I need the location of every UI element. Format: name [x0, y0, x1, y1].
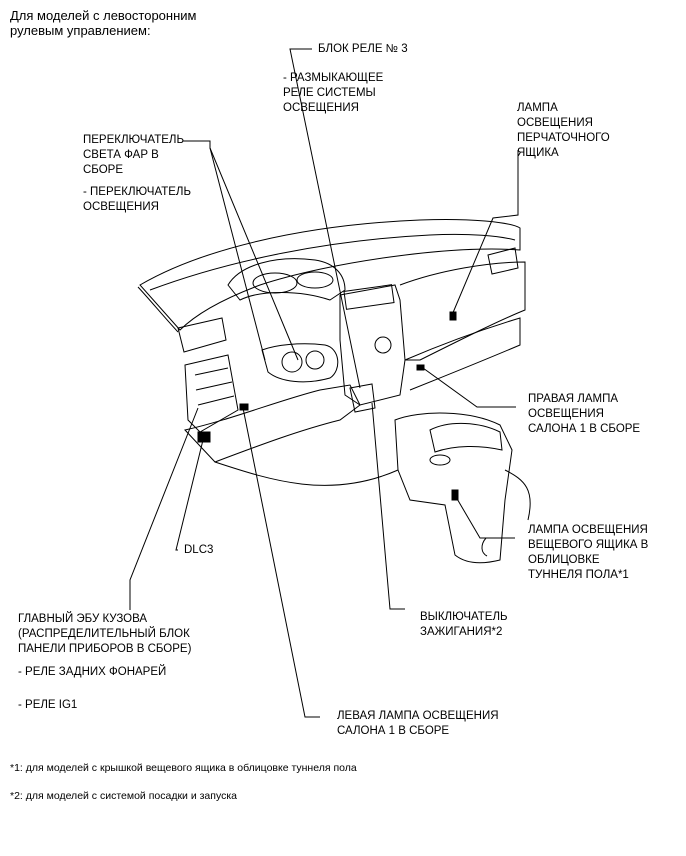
- left-room-lamp-label-2: САЛОНА 1 В СБОРЕ: [337, 725, 450, 737]
- main-ecu-label-3: ПАНЕЛИ ПРИБОРОВ В СБОРЕ): [18, 643, 192, 655]
- left-vent: [177, 317, 227, 353]
- center-stack: [339, 284, 406, 406]
- body-ecu-detail: [194, 367, 235, 406]
- headlight-switch-label-3: СБОРЕ: [83, 164, 124, 176]
- glovebox-lamp-label-2: ОСВЕЩЕНИЯ: [517, 117, 593, 129]
- console-lamp-label-2: ВЕЩЕВОГО ЯЩИКА В: [528, 539, 649, 551]
- leader-relay-block: [289, 48, 361, 389]
- footnote-1: *1: для моделей с крышкой вещевого ящика…: [10, 762, 357, 774]
- relay-block-sub-label-2: РЕЛЕ СИСТЕМЫ: [283, 87, 376, 99]
- relay-block-label: БЛОК РЕЛЕ № 3: [318, 43, 408, 55]
- dashboard-top-outline: [139, 218, 521, 331]
- cup-holder: [429, 454, 451, 466]
- headlight-switch-label-2: СВЕТА ФАР В: [83, 149, 159, 161]
- glovebox-panel: [404, 317, 521, 391]
- leader-main-ecu: [129, 407, 199, 610]
- leader-headlight-switch: [183, 140, 299, 361]
- center-knob: [374, 336, 392, 354]
- left-room-lamp-label-1: ЛЕВАЯ ЛАМПА ОСВЕЩЕНИЯ: [337, 710, 499, 722]
- diagram-header-line2: рулевым управлением:: [10, 23, 151, 38]
- leader-ignition: [371, 402, 405, 610]
- glovebox-lamp-label-3: ПЕРЧАТОЧНОГО: [517, 132, 610, 144]
- ignition-switch-label-1: ВЫКЛЮЧАТЕЛЬ: [420, 611, 508, 623]
- headlight-switch-label-1: ПЕРЕКЛЮЧАТЕЛЬ: [83, 134, 184, 146]
- floor-line-right: [504, 469, 531, 521]
- main-ecu-sub-label-1: - РЕЛЕ ЗАДНИХ ФОНАРЕЙ: [18, 666, 167, 678]
- center-display: [343, 284, 395, 310]
- leader-dlc3: [175, 439, 204, 551]
- console-lamp-label-1: ЛАМПА ОСВЕЩЕНИЯ: [528, 524, 648, 536]
- ignition-switch-label-2: ЗАЖИГАНИЯ*2: [420, 626, 503, 638]
- center-console: [394, 412, 513, 564]
- switch-cluster-a: [281, 351, 303, 373]
- relay-block-sub-label-3: ОСВЕЩЕНИЯ: [283, 102, 359, 114]
- floor-line-left: [214, 461, 399, 486]
- relay-cluster: [349, 383, 376, 413]
- steering-column: [261, 343, 339, 383]
- headlight-switch-sub-label-2: ОСВЕЩЕНИЯ: [83, 201, 159, 213]
- headlight-switch-sub-label-1: - ПЕРЕКЛЮЧАТЕЛЬ: [83, 186, 192, 198]
- console-side-recess: [481, 537, 488, 557]
- dlc3-label: DLC3: [184, 544, 214, 556]
- console-lamp-label-4: ТУННЕЛЯ ПОЛА*1: [528, 569, 629, 581]
- right-room-lamp-label-1: ПРАВАЯ ЛАМПА: [528, 393, 619, 405]
- left-room-lamp-mark: [239, 403, 249, 411]
- footnote-2: *2: для моделей с системой посадки и зап…: [10, 790, 238, 802]
- leader-right-room-lamp: [422, 367, 516, 408]
- leader-glovebox-lamp: [451, 150, 519, 316]
- main-ecu-sub-label-2: - РЕЛЕ IG1: [18, 699, 78, 711]
- cluster-gauge-left: [252, 272, 298, 294]
- relay-block-sub-label-1: - РАЗМЫКАЮЩЕЕ: [283, 72, 384, 84]
- console-armrest: [429, 422, 503, 453]
- dashboard-top-inner: [149, 233, 516, 291]
- leader-console-lamp: [455, 496, 515, 539]
- glovebox-lamp-label-4: ЯЩИКА: [517, 147, 559, 159]
- glovebox-lamp-label-1: ЛАМПА: [517, 102, 558, 114]
- dlc3-connector: [197, 431, 211, 443]
- leader-left-room-lamp: [242, 407, 320, 718]
- leader-headlight-to-column: [209, 147, 266, 361]
- right-room-lamp-label-2: ОСВЕЩЕНИЯ: [528, 408, 604, 420]
- right-vent: [487, 247, 519, 275]
- right-room-lamp-label-3: САЛОНА 1 В СБОРЕ: [528, 423, 641, 435]
- switch-cluster-b: [305, 350, 325, 370]
- main-ecu-label-2: (РАСПРЕДЕЛИТЕЛЬНЫЙ БЛОК: [18, 628, 190, 640]
- console-lamp-label-3: ОБЛИЦОВКЕ: [528, 554, 600, 566]
- cluster-hood: [227, 258, 346, 301]
- cluster-gauge-right: [296, 271, 334, 289]
- lower-dash: [184, 384, 361, 463]
- main-ecu-label-1: ГЛАВНЫЙ ЭБУ КУЗОВА: [18, 613, 148, 625]
- console-lamp-mark: [451, 489, 459, 501]
- diagram-header-line1: Для моделей с левосторонним: [10, 8, 197, 23]
- right-dash-panel: [399, 261, 526, 361]
- windshield-edge: [137, 286, 179, 333]
- right-room-lamp-mark: [416, 364, 425, 371]
